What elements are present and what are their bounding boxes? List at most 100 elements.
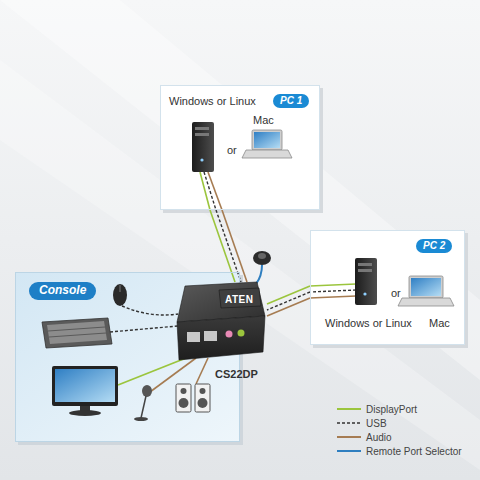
cable-line [267, 298, 310, 316]
console-cable [110, 326, 178, 332]
legend-row: DisplayPort [336, 402, 462, 416]
speaker [195, 384, 210, 412]
pc-cable [200, 172, 210, 210]
monitor [52, 366, 118, 406]
os-label: Mac [253, 114, 274, 127]
console-cable [196, 358, 208, 384]
legend-row: Audio [336, 430, 462, 444]
background [0, 60, 480, 470]
tower-pc [200, 158, 203, 161]
port-badge: PC 2 [416, 239, 452, 253]
or-label: or [391, 287, 401, 300]
speaker [198, 398, 208, 408]
legend-text: USB [366, 418, 387, 429]
remote-port-selector [253, 251, 271, 284]
legend-line [337, 408, 361, 410]
tower-pc [355, 258, 377, 305]
pc-cable [310, 284, 356, 286]
speaker [176, 384, 210, 412]
legend-text: Audio [366, 432, 392, 443]
remote-port-selector [256, 265, 262, 284]
monitor [69, 410, 101, 416]
keyboard [42, 318, 112, 348]
microphone [134, 385, 152, 421]
kvm-switch-face [177, 282, 265, 322]
microphone [134, 417, 148, 421]
port-badge: PC 1 [273, 94, 309, 108]
speaker [181, 388, 187, 394]
keyboard [42, 318, 112, 348]
pc-panel: Windows or Linux PC 1 Mac or [160, 85, 320, 210]
keyboard [47, 321, 107, 344]
keyboard [49, 333, 106, 337]
model-name: CS22DP [215, 368, 258, 381]
tower-pc [195, 133, 209, 136]
monitor [52, 366, 118, 416]
keyboard [48, 327, 105, 331]
mouse [113, 284, 127, 306]
monitor [55, 369, 115, 402]
pc-panel: PC 2 orWindows or Linux Mac [310, 230, 465, 345]
legend-row: USB [336, 416, 462, 430]
os-label: Windows or Linux [169, 95, 256, 108]
section-badge: Console [29, 282, 96, 300]
tower-pc [195, 127, 209, 130]
laptop [254, 132, 280, 148]
legend-text: DisplayPort [366, 404, 417, 415]
tower-pc [192, 122, 377, 305]
tower-pc [192, 122, 214, 172]
pc-cable [200, 172, 356, 298]
pc-cable [310, 290, 356, 292]
console-cable [118, 358, 186, 385]
laptop [242, 150, 292, 158]
legend-text: Remote Port Selector [366, 446, 462, 457]
panel-ground [160, 85, 320, 210]
mouse [113, 284, 127, 306]
legend-sample [336, 432, 362, 442]
background [0, 0, 480, 380]
kvm-switch-face [219, 288, 261, 308]
audio-jack [238, 330, 245, 337]
pc-cable [208, 172, 222, 210]
laptop [398, 298, 454, 306]
microphone [141, 396, 146, 418]
legend-line [337, 422, 361, 424]
legend-line [337, 436, 361, 438]
laptop [411, 278, 441, 296]
os-label: Mac [429, 317, 450, 330]
console-cable [122, 306, 178, 315]
panel-ground [310, 230, 465, 345]
tower-pc [358, 269, 372, 272]
legend-line [337, 450, 361, 452]
laptop [252, 130, 282, 150]
laptop [242, 130, 454, 306]
legend-row: Remote Port Selector [336, 444, 462, 458]
kvm-switch-face [177, 316, 265, 360]
laptop [409, 276, 443, 298]
audio-jack [226, 331, 233, 338]
microphone [142, 385, 152, 397]
speaker [176, 384, 191, 412]
panel-ground [15, 85, 468, 445]
port [204, 331, 217, 341]
tower-pc [358, 263, 372, 266]
legend-sample [336, 418, 362, 428]
speaker [179, 398, 189, 408]
tower-pc [363, 292, 366, 295]
remote-port-selector [258, 253, 266, 259]
legend: DisplayPortUSB AudioRemote Port Selector [336, 402, 462, 458]
os-label: Windows or Linux [325, 317, 412, 330]
legend-sample [336, 404, 362, 414]
brand-logo: ATEN [225, 294, 253, 306]
legend-sample [336, 446, 362, 456]
kvm-switch: ATENCS22DP [175, 282, 267, 364]
mouse [120, 285, 121, 292]
or-label: or [227, 144, 237, 157]
port [187, 332, 200, 342]
remote-port-selector [253, 251, 271, 265]
speaker [200, 388, 206, 394]
pc-cable [310, 296, 356, 298]
